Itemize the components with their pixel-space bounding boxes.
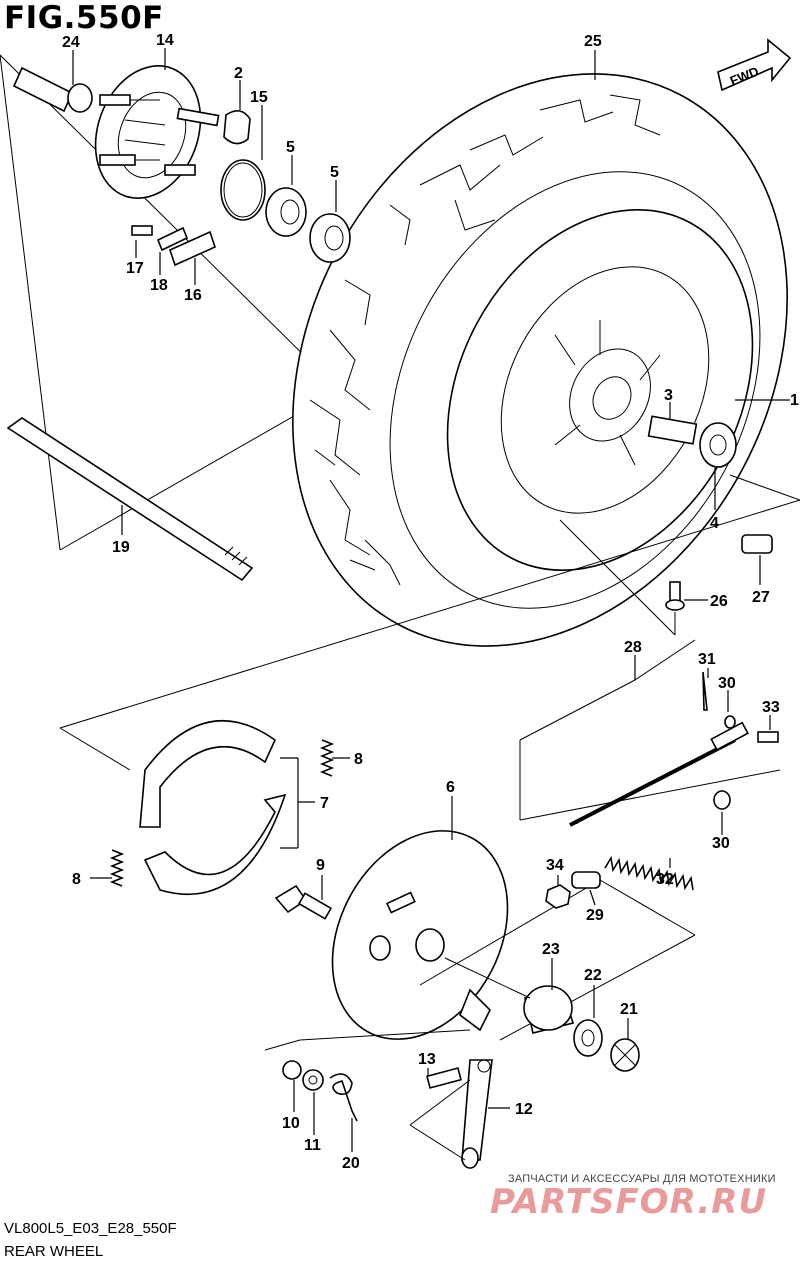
washer-22 (573, 1019, 603, 1057)
wheel-group-lines (59, 474, 800, 771)
bolt-17 (131, 225, 153, 236)
damper-2 (223, 110, 251, 145)
callout-10: 10 (282, 1115, 300, 1132)
callout-30b: 30 (712, 835, 730, 852)
washer-30-upper (724, 715, 736, 729)
callout-15: 15 (250, 89, 268, 106)
callout-9: 9 (316, 857, 325, 874)
hub-14 (94, 65, 220, 199)
callout-6: 6 (446, 779, 455, 796)
cotter-pin-31 (702, 671, 708, 711)
bearing-4 (699, 422, 737, 468)
brake-cam-9 (274, 884, 333, 920)
brake-rod (569, 721, 749, 827)
watermark-tagline: ЗАПЧАСТИ И АКСЕССУАРЫ ДЛЯ МОТОТЕХНИКИ (508, 1173, 776, 1185)
figure-code: VL800L5_E03_E28_550F (4, 1220, 177, 1237)
pin-33 (757, 731, 779, 743)
brake-shoe-lower (143, 793, 287, 895)
spring-8-upper (319, 739, 335, 777)
plate-16 (169, 230, 216, 267)
bearing-5b (309, 213, 351, 263)
spring-8-lower (109, 849, 125, 887)
bearing-5a (265, 187, 307, 237)
callout-19: 19 (112, 539, 130, 556)
o-ring-15 (220, 159, 266, 221)
figure-title: FIG.550F (4, 0, 164, 36)
callout-8a: 8 (354, 751, 363, 768)
callout-23: 23 (542, 941, 560, 958)
callout-5b: 5 (330, 164, 339, 181)
circlip-10 (282, 1060, 302, 1080)
washer-11 (302, 1069, 324, 1091)
callout-16: 16 (184, 287, 202, 304)
figure-name: REAR WHEEL (4, 1243, 104, 1260)
callout-2: 2 (234, 65, 243, 82)
spring-32 (604, 855, 694, 891)
callout-34: 34 (546, 857, 564, 874)
sleeve-24 (12, 66, 93, 113)
callout-26: 26 (710, 593, 728, 610)
callout-21: 21 (620, 1001, 638, 1018)
return-spring-20 (329, 1073, 358, 1122)
brake-panel-6 (331, 830, 509, 1040)
leader-lines (72, 48, 790, 1152)
bush-23 (523, 985, 575, 1034)
callout-5a: 5 (286, 139, 295, 156)
callout-3: 3 (664, 387, 673, 404)
washer-30-lower (713, 790, 731, 810)
bolt-13 (426, 1067, 462, 1089)
rear-wheel-rim (446, 209, 754, 571)
valve-cap-27 (741, 534, 773, 554)
callout-24: 24 (62, 34, 80, 51)
callout-25: 25 (584, 33, 602, 50)
callout-17: 17 (126, 260, 144, 277)
callout-32: 32 (656, 871, 674, 888)
joint-29 (571, 871, 601, 889)
nut-21 (610, 1038, 640, 1072)
callout-31: 31 (698, 651, 716, 668)
watermark-logo: PARTSFOR.RU (490, 1182, 768, 1222)
callout-1: 1 (790, 392, 799, 409)
callout-20: 20 (342, 1155, 360, 1172)
callout-27: 27 (752, 589, 770, 606)
callout-labels: 1 2 3 4 5 5 6 7 8 8 9 10 11 12 13 14 15 … (62, 32, 799, 1172)
spacer-3 (647, 415, 698, 445)
callout-12: 12 (515, 1101, 533, 1118)
callout-30a: 30 (718, 675, 736, 692)
washer-18 (156, 226, 189, 252)
callout-7: 7 (320, 795, 329, 812)
callout-14: 14 (156, 32, 174, 49)
callout-13: 13 (418, 1051, 436, 1068)
callout-28: 28 (624, 639, 642, 656)
callout-33: 33 (762, 699, 780, 716)
callout-29: 29 (586, 907, 604, 924)
callout-22: 22 (584, 967, 602, 984)
callout-11: 11 (304, 1137, 321, 1154)
callout-8b: 8 (72, 871, 81, 888)
axle-19 (6, 417, 254, 582)
valve-26 (665, 581, 685, 611)
brake-shoe-upper (139, 719, 277, 828)
callout-4: 4 (710, 515, 719, 532)
callout-18: 18 (150, 277, 168, 294)
nut-34 (545, 884, 571, 909)
fwd-arrow-icon: FWD (717, 38, 792, 92)
brake-lever-12 (461, 1059, 493, 1169)
